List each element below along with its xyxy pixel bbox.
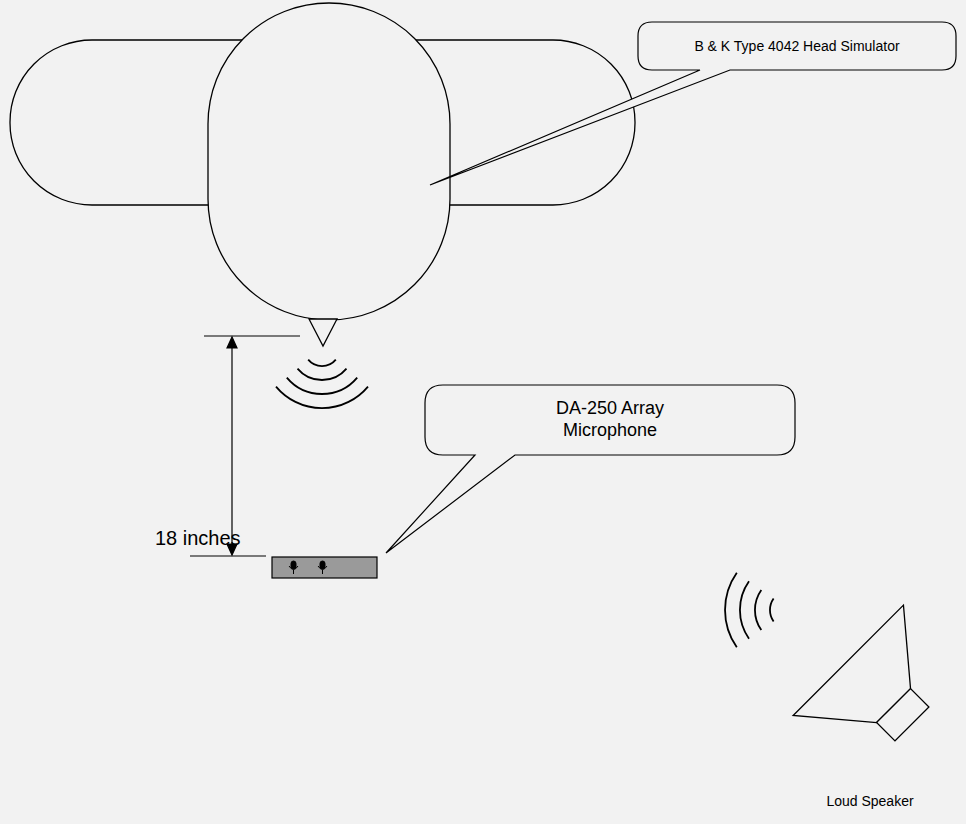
callout-text: B & K Type 4042 Head Simulator — [694, 38, 899, 55]
part-label: Loud Speaker — [826, 793, 913, 809]
mic-array-body — [272, 557, 377, 578]
callout-box: B & K Type 4042 Head Simulator — [638, 22, 956, 70]
callout-text: DA-250 Array Microphone — [535, 398, 685, 441]
mouth-simulator — [309, 319, 337, 346]
sound-waves — [276, 360, 368, 408]
callout-box: DA-250 Array Microphone — [425, 385, 795, 455]
dimension-label: 18 inches — [155, 527, 241, 550]
callout-bubble — [386, 385, 795, 553]
loudspeaker-symbol — [793, 605, 966, 779]
head-face — [208, 3, 450, 320]
mic-symbol — [289, 561, 327, 574]
dimension-line — [190, 336, 300, 556]
callout-bubble — [430, 22, 956, 185]
sound-waves — [725, 573, 774, 648]
